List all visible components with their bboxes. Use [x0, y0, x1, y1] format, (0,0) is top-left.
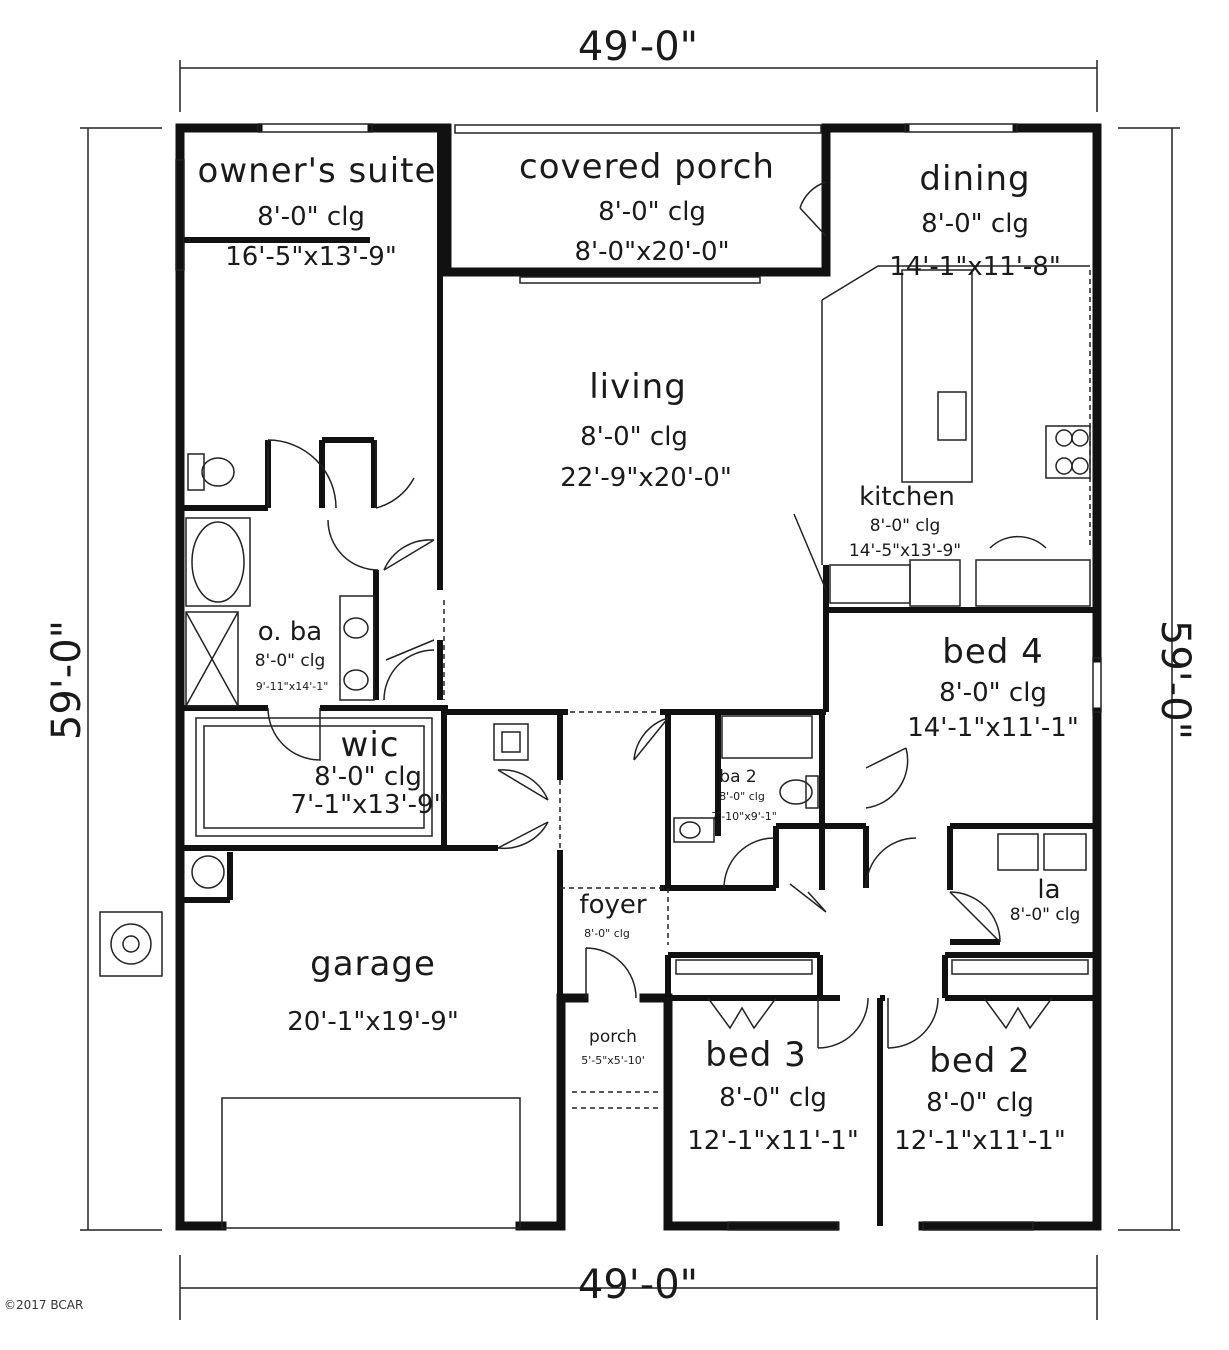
- kitchen-ceiling: 8'-0" clg: [870, 516, 941, 536]
- living-name: living: [589, 367, 687, 407]
- bed2-size: 12'-1"x11'-1": [894, 1126, 1066, 1156]
- room-o-ba: o. ba 8'-0" clg 9'-11"x14'-1": [255, 617, 329, 693]
- interior-walls: [184, 128, 1095, 1226]
- porch-name: porch: [589, 1027, 637, 1047]
- room-bed2: bed 2 8'-0" clg 12'-1"x11'-1": [894, 1041, 1066, 1156]
- bed4-name: bed 4: [942, 632, 1044, 672]
- fixtures: [99, 265, 1091, 1030]
- garage-size: 20'-1"x19'-9": [287, 1007, 459, 1037]
- foyer-ceiling: 8'-0" clg: [584, 927, 630, 940]
- wic-size: 7'-1"x13'-9": [290, 790, 445, 820]
- la-ceiling: 8'-0" clg: [1010, 905, 1081, 925]
- bed3-name: bed 3: [705, 1035, 807, 1075]
- o-ba-ceiling: 8'-0" clg: [255, 651, 326, 671]
- room-foyer: foyer 8'-0" clg: [579, 890, 646, 940]
- copyright-notice: ©2017 BCAR: [4, 1298, 84, 1312]
- owners-suite-ceiling: 8'-0" clg: [257, 202, 365, 232]
- bottom-dimension: 49'-0": [578, 1262, 698, 1308]
- room-bed3: bed 3 8'-0" clg 12'-1"x11'-1": [687, 1035, 859, 1156]
- room-living: living 8'-0" clg 22'-9"x20'-0": [560, 367, 732, 493]
- ba2-size: 7'-10"x9'-1": [711, 810, 777, 823]
- dimension-lines: [80, 60, 1180, 1320]
- room-porch: porch 5'-5"x5'-10': [581, 1027, 645, 1067]
- room-bed4: bed 4 8'-0" clg 14'-1"x11'-1": [907, 632, 1079, 743]
- covered-porch-size: 8'-0"x20'-0": [574, 237, 729, 267]
- bed3-size: 12'-1"x11'-1": [687, 1126, 859, 1156]
- foyer-name: foyer: [579, 890, 646, 920]
- room-kitchen: kitchen 8'-0" clg 14'-5"x13'-9": [849, 482, 961, 561]
- exterior-walls: [175, 123, 1102, 1231]
- porch-hatch: [454, 124, 822, 134]
- room-owners-suite: owner's suite 8'-0" clg 16'-5"x13'-9": [198, 151, 437, 272]
- top-dimension: 49'-0": [578, 24, 698, 70]
- room-ba2: ba 2 8'-0" clg 7'-10"x9'-1": [711, 767, 777, 823]
- openings: [221, 600, 669, 1229]
- left-dimension: 59'-0": [44, 620, 90, 740]
- bed2-name: bed 2: [929, 1041, 1031, 1081]
- owners-suite-size: 16'-5"x13'-9": [225, 242, 397, 272]
- room-garage: garage 20'-1"x19'-9": [287, 944, 459, 1037]
- bed4-ceiling: 8'-0" clg: [939, 678, 1047, 708]
- room-wic: wic 8'-0" clg 7'-1"x13'-9": [290, 725, 445, 820]
- doors: [267, 181, 1047, 1049]
- living-size: 22'-9"x20'-0": [560, 463, 732, 493]
- wic-ceiling: 8'-0" clg: [314, 762, 422, 792]
- covered-porch-name: covered porch: [519, 147, 775, 187]
- covered-porch-ceiling: 8'-0" clg: [598, 197, 706, 227]
- bed3-ceiling: 8'-0" clg: [719, 1083, 827, 1113]
- ba2-name: ba 2: [719, 767, 756, 787]
- dining-name: dining: [919, 159, 1030, 199]
- garage-name: garage: [310, 944, 436, 984]
- living-ceiling: 8'-0" clg: [580, 422, 688, 452]
- wic-name: wic: [341, 725, 400, 765]
- o-ba-name: o. ba: [258, 617, 322, 647]
- room-covered-porch: covered porch 8'-0" clg 8'-0"x20'-0": [519, 147, 775, 267]
- dining-size: 14'-1"x11'-8": [889, 252, 1061, 282]
- la-name: la: [1037, 875, 1060, 905]
- windows: [175, 123, 1102, 1231]
- dining-ceiling: 8'-0" clg: [921, 209, 1029, 239]
- kitchen-name: kitchen: [859, 482, 955, 512]
- kitchen-size: 14'-5"x13'-9": [849, 541, 961, 561]
- bed4-size: 14'-1"x11'-1": [907, 713, 1079, 743]
- owners-suite-name: owner's suite: [198, 151, 437, 191]
- room-dining: dining 8'-0" clg 14'-1"x11'-8": [889, 159, 1061, 282]
- o-ba-size: 9'-11"x14'-1": [256, 680, 329, 693]
- ba2-ceiling: 8'-0" clg: [719, 790, 765, 803]
- room-la: la 8'-0" clg: [1010, 875, 1081, 925]
- bed2-ceiling: 8'-0" clg: [926, 1088, 1034, 1118]
- porch-size: 5'-5"x5'-10': [581, 1054, 645, 1067]
- right-dimension: 59'-0": [1152, 620, 1198, 740]
